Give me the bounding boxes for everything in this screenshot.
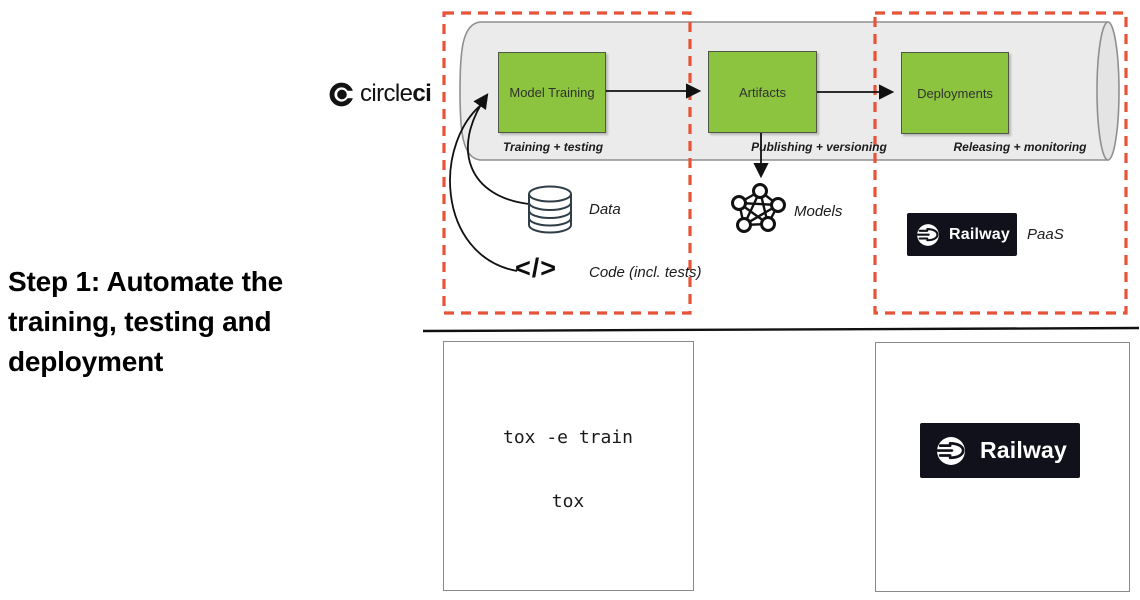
database-icon [528,185,572,234]
dashed-region-training [442,11,692,315]
railway-wordmark: Railway [949,225,1010,243]
divider-line [422,326,1140,333]
commands-panel [443,341,694,591]
code-label: Code (incl. tests) [589,264,702,281]
command-test: tox [551,491,585,512]
stage-label: Deployments [917,85,993,101]
cylinder-end-cap [1096,21,1120,161]
stage-box-artifacts: Artifacts [708,51,817,133]
railway-logo-paas: Railway [907,213,1017,256]
paas-label: PaaS [1027,226,1064,243]
caption-training-testing: Training + testing [502,140,604,154]
circleci-wordmark-regular: circle [360,80,413,107]
stage-label: Model Training [509,85,595,100]
caption-releasing-monitoring: Releasing + monitoring [953,140,1087,154]
dashed-region-release [873,11,1128,315]
stage-box-deployments: Deployments [901,52,1009,134]
network-graph-icon [731,183,786,233]
arrow-code-to-training [449,100,518,272]
code-icon: </> [515,253,558,283]
stage-box-model-training: Model Training [498,52,606,133]
step-title: Step 1: Automate the training, testing a… [8,266,283,377]
caption-publishing-versioning: Publishing + versioning [751,140,887,154]
railway-wordmark: Railway [979,437,1068,463]
models-label: Models [794,203,843,220]
circleci-logo: circleci [328,80,432,108]
railway-train-icon [916,223,939,246]
data-label: Data [589,201,621,218]
railway-logo-large: Railway [920,423,1080,478]
circleci-icon [329,82,355,106]
railway-train-icon [936,436,965,465]
arrow-data-to-training [467,93,530,205]
stage-label: Artifacts [739,84,786,100]
circleci-wordmark: circleci [360,80,432,108]
command-train: tox -e train [502,427,634,448]
circleci-wordmark-bold: ci [412,80,432,107]
